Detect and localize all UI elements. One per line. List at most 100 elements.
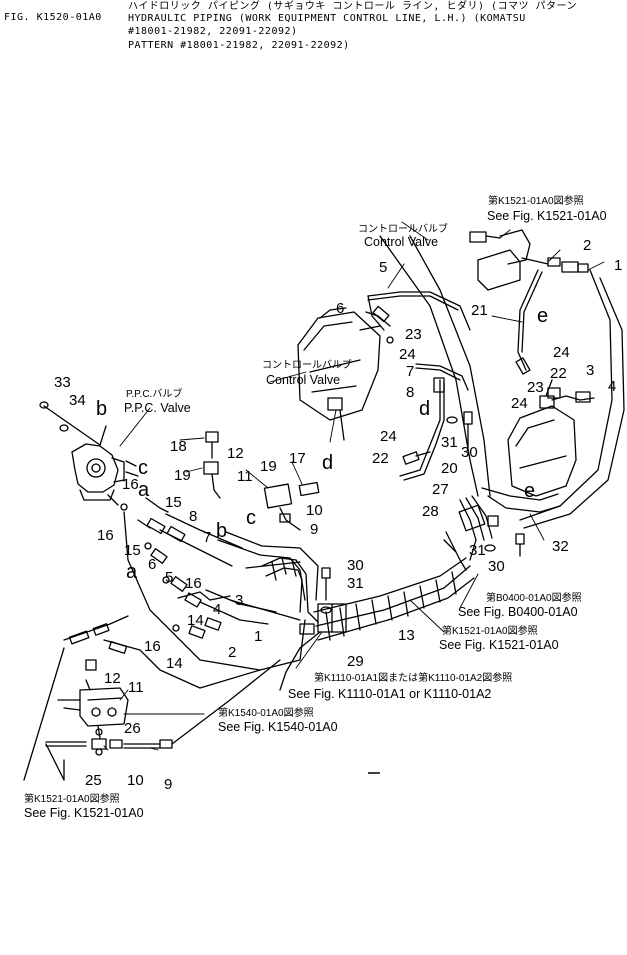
part-number: 5 [379,259,387,276]
long-hoses-right [379,235,625,529]
bolt-30-upper [446,411,473,449]
part-number: 4 [608,378,616,395]
connection-letter-d: d [322,452,333,474]
part-number: 23 [405,326,422,343]
reference-k1540-jp: 第K1540-01A0図参照 [218,706,314,719]
part-number: 8 [189,508,197,525]
part-number: 32 [552,538,569,555]
ppc-valve-label-en: P.P.C. Valve [124,401,191,415]
pipe-5-assembly [367,291,471,344]
part-number: 11 [237,468,253,485]
connection-letter-b: b [96,398,107,420]
reference-k1521-mid-en: See Fig. K1521-01A0 [439,638,559,652]
top-right-valve-block [469,229,589,291]
part-number: 13 [398,627,415,644]
reference-k1540-en: See Fig. K1540-01A0 [218,720,338,734]
part-number: 31 [469,542,486,559]
connection-letter-a: a [138,479,150,501]
title-serial-range: #18001-21982, 22091-22092) [128,26,298,37]
part-number: 30 [347,557,364,574]
control-valve-right [507,379,577,497]
control-valve-top-label-jp: コントロールバルブ [358,222,448,235]
part-number: 25 [85,772,102,789]
title-japanese: ハイドロリック パイピング (サギョウキ コントロール ライン, ヒダリ) (コ… [128,1,578,12]
part-number: 24 [380,428,397,445]
part-number: 11 [128,679,144,696]
fittings-17-18-19 [203,431,320,531]
part-number: 28 [422,503,439,520]
part-number: 12 [104,670,121,687]
connection-letter-b: b [216,520,227,542]
connection-letter-a: a [126,561,138,583]
part-number: 26 [124,720,141,737]
reference-k1521-mid-jp: 第K1521-01A0図参照 [442,624,538,637]
part-number: 3 [235,592,243,609]
part-number: 24 [553,344,570,361]
part-number: 22 [372,450,389,467]
part-number: 29 [347,653,364,670]
figure-id: FIG. K1520-01A0 [4,12,102,23]
part-number: 19 [260,458,277,475]
part-number: 1 [254,628,262,645]
part-number: 17 [289,450,306,467]
part-number: 10 [127,772,144,789]
reference-b0400-en: See Fig. B0400-01A0 [458,605,578,619]
ppc-valve-drawing [39,401,139,501]
part-number: 14 [166,655,183,672]
connection-letter-c: c [138,457,148,479]
reference-k1521-top-en: See Fig. K1521-01A0 [487,209,607,223]
part-numbers: 1 2 5 6 23 24 21 e 24 22 3 4 23 24 7 8 d… [54,237,622,793]
reference-k1110-en: See Fig. K1110-01A1 or K1110-01A2 [288,687,491,701]
control-valve-middle-label-en: Control Valve [266,373,340,387]
control-valve-middle [297,307,391,441]
part-number: 1 [614,257,622,274]
ppc-valve-label-jp: P.P.C.バルブ [126,387,182,400]
component-labels: P.P.C.バルブ P.P.C. Valve コントロールバルブ Control… [124,222,448,415]
part-number: 22 [550,365,567,382]
part-number: 16 [144,638,161,655]
part-number: 34 [69,392,86,409]
part-number: 4 [213,601,221,618]
figure-references: 第K1521-01A0図参照 See Fig. K1521-01A0 第B040… [24,194,607,820]
part-number: 31 [347,575,364,592]
leader-lines [103,221,605,751]
reference-k1521-top-jp: 第K1521-01A0図参照 [488,194,584,207]
part-number: 19 [174,467,191,484]
lower-valve-block [23,615,281,781]
part-number: 2 [583,237,591,254]
part-number: 8 [406,384,414,401]
part-number: 15 [124,542,141,559]
reference-b0400-jp: 第B0400-01A0図参照 [486,591,582,604]
part-number: 16 [97,527,114,544]
connection-letter-e: e [537,305,548,327]
part-number: 3 [586,362,594,379]
part-number: 6 [148,556,156,573]
connection-letter-d: d [419,398,430,420]
part-number: 30 [488,558,505,575]
control-valve-top-label-en: Control Valve [364,235,438,249]
part-number: 24 [399,346,416,363]
title-pattern: PATTERN #18001-21982, 22091-22092) [128,40,350,51]
pipe-3-4 [547,387,595,403]
part-number: 9 [310,521,318,538]
part-number: 30 [461,444,478,461]
part-number: 16 [185,575,202,592]
connection-letter-e: e [524,480,535,502]
bolt-30-lower [320,567,332,614]
part-number: 2 [228,644,236,661]
part-number: 27 [432,481,449,498]
part-number: 31 [441,434,458,451]
part-number: 7 [203,529,211,546]
part-number: 7 [406,363,414,380]
part-number: 16 [122,476,139,493]
control-valve-middle-label-jp: コントロールバルブ [262,358,352,371]
part-number: 5 [165,569,173,586]
part-number: 14 [187,612,204,629]
pipe-7-assembly [399,363,469,481]
part-number: 6 [336,300,344,317]
part-number: 9 [164,776,172,793]
pipe-21 [515,269,543,375]
reference-k1521-bottom-en: See Fig. K1521-01A0 [24,806,144,820]
part-number: 10 [306,502,323,519]
title-english: HYDRAULIC PIPING (WORK EQUIPMENT CONTROL… [128,13,526,24]
